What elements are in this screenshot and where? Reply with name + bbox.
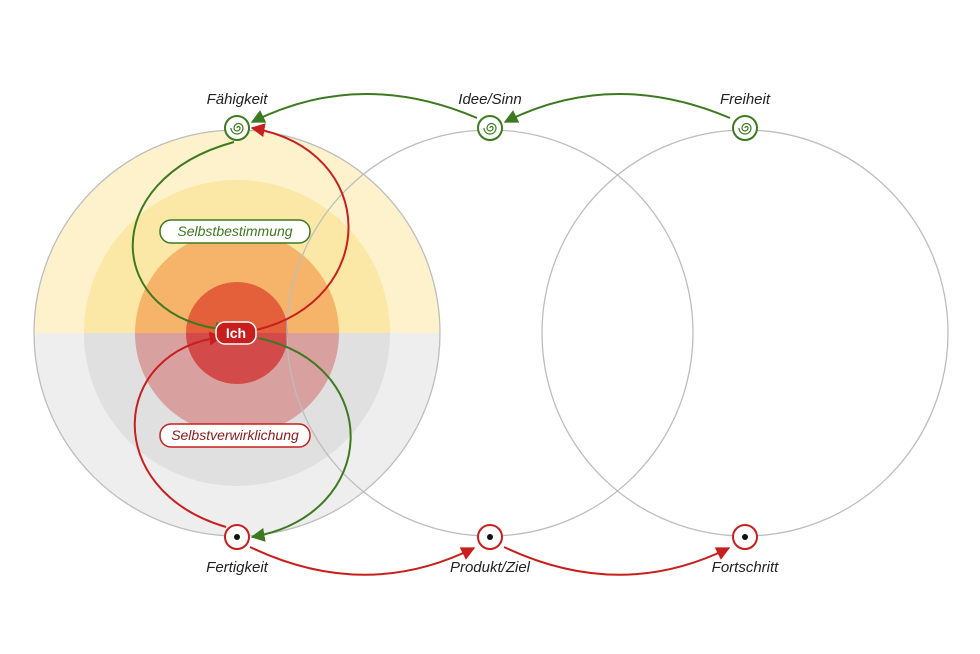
label-fortschritt: Fortschritt <box>712 559 780 576</box>
pill-selbstverwirklichung-label: Selbstverwirklichung <box>171 427 299 443</box>
label-fertigkeit: Fertigkeit <box>206 559 269 576</box>
node-fertigkeit <box>224 524 250 550</box>
dot-icon <box>487 534 493 540</box>
spiral-icon <box>738 122 752 135</box>
label-produkt-ziel: Produkt/Ziel <box>450 559 531 576</box>
node-produkt-ziel <box>477 524 503 550</box>
arrow-produkt-to-fortschritt <box>503 546 731 576</box>
pill-selbstbestimmung-label: Selbstbestimmung <box>177 223 292 239</box>
spiral-icon <box>230 122 244 135</box>
node-idee-sinn <box>477 115 503 141</box>
label-faehigkeit: Fähigkeit <box>207 91 269 108</box>
node-freiheit <box>732 115 758 141</box>
node-faehigkeit <box>224 115 250 141</box>
dot-icon <box>234 534 240 540</box>
arrow-faehigkeit-to-ich <box>131 141 235 336</box>
node-fortschritt <box>732 524 758 550</box>
pill-selbstverwirklichung: Selbstverwirklichung <box>159 423 311 448</box>
arrow-freiheit-to-idee <box>503 93 731 123</box>
label-idee-sinn: Idee/Sinn <box>458 91 521 108</box>
dot-icon <box>742 534 748 540</box>
circle-right-outline <box>541 129 949 537</box>
spiral-icon <box>483 122 497 135</box>
arrow-ich-to-faehigkeit <box>250 123 350 331</box>
pill-selbstbestimmung: Selbstbestimmung <box>159 219 311 244</box>
arrow-fertigkeit-to-produkt <box>249 546 476 576</box>
center-ich-badge: Ich <box>215 321 257 345</box>
arrow-ich-to-fertigkeit <box>250 337 352 542</box>
center-ich-label: Ich <box>226 325 246 341</box>
label-freiheit: Freiheit <box>720 91 771 108</box>
arrow-idee-to-faehigkeit <box>250 93 478 123</box>
arrow-fertigkeit-to-ich <box>133 331 227 528</box>
